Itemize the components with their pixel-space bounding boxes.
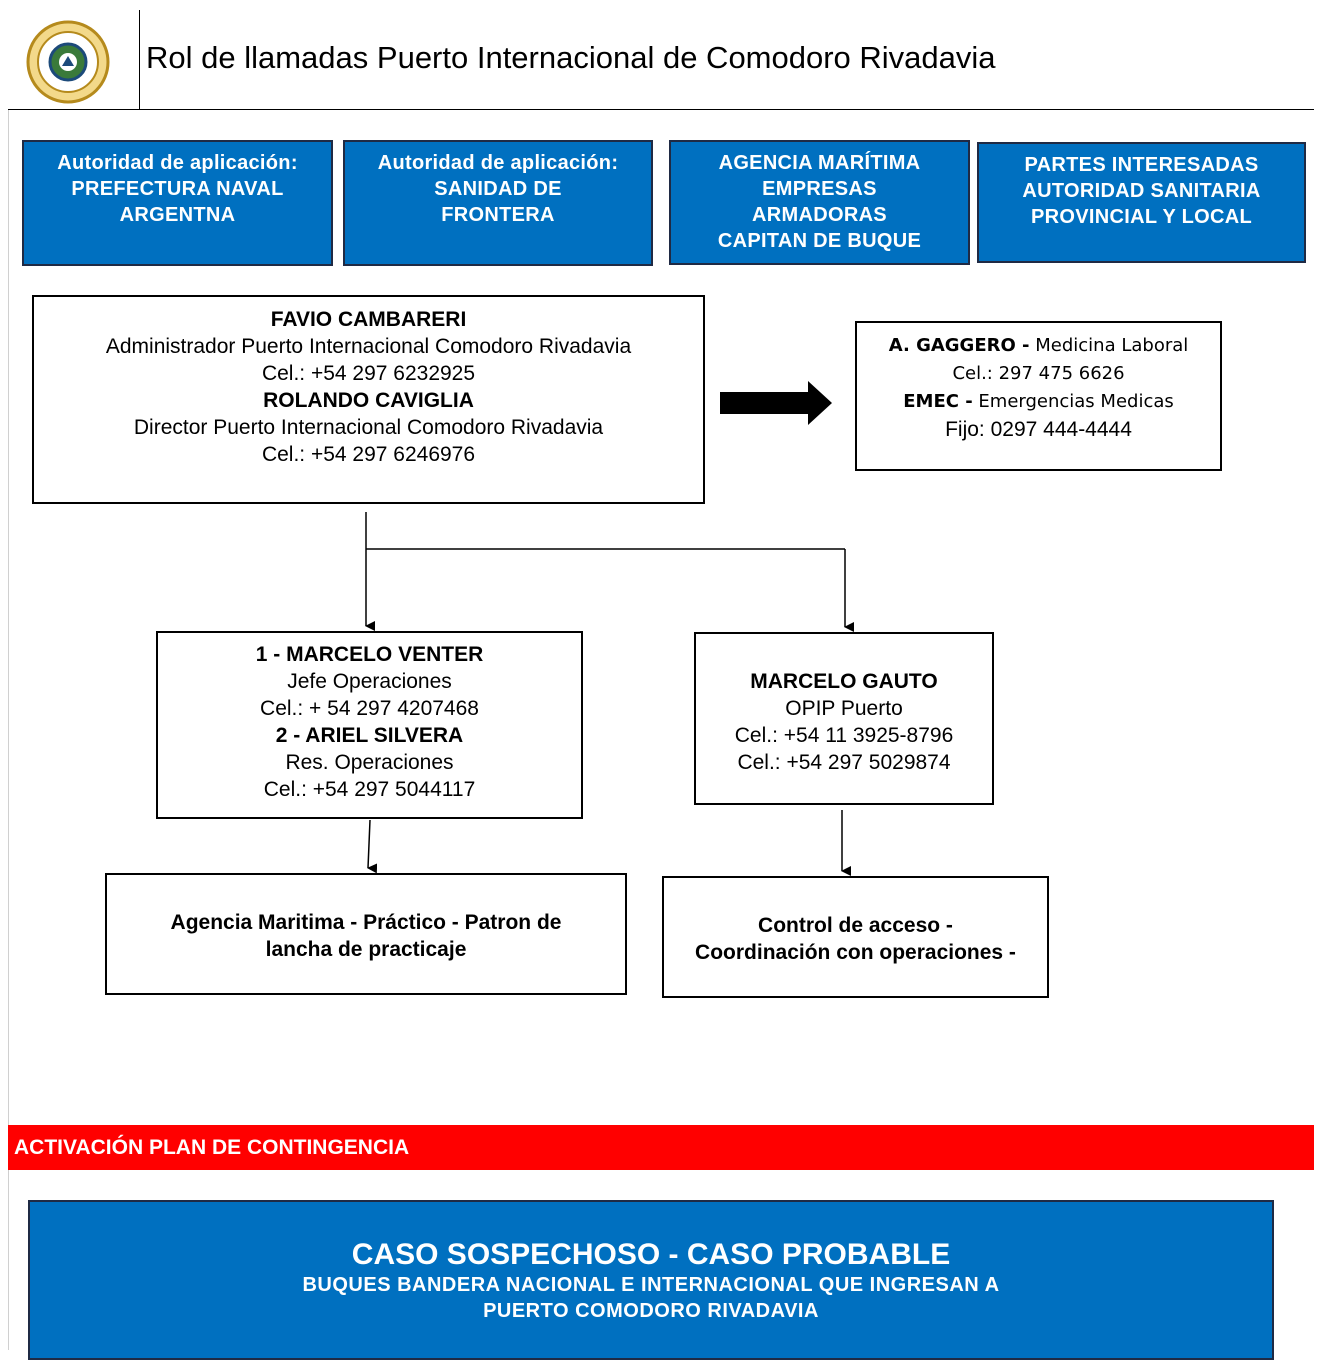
- box-line: Control de acceso -: [758, 914, 953, 937]
- box-line: Autoridad de aplicación:: [57, 152, 298, 174]
- box-line: Autoridad de aplicación:: [377, 152, 619, 174]
- case-subtitle: PUERTO COMODORO RIVADAVIA: [483, 1300, 819, 1322]
- contact-role: OPIP Puerto: [785, 697, 903, 720]
- contact-phone: Cel.: +54 297 6246976: [261, 443, 476, 466]
- contact-role: Administrador Puerto Internacional Comod…: [105, 335, 632, 358]
- contact-phone: Cel.: +54 297 6232925: [261, 362, 476, 385]
- contact-phone: Cel.: +54 11 3925-8796: [734, 724, 954, 747]
- contact-name: FAVIO CAMBARERI: [270, 308, 467, 331]
- authority-sanidad-box: Autoridad de aplicación: SANIDAD DE FRON…: [343, 140, 653, 266]
- box-line: AGENCIA MARÍTIMA: [718, 152, 921, 174]
- contact-role: Director Puerto Internacional Comodoro R…: [133, 416, 604, 439]
- case-subtitle: BUQUES BANDERA NACIONAL E INTERNACIONAL …: [302, 1274, 1000, 1296]
- contact-name: 1 - MARCELO VENTER: [255, 643, 484, 666]
- box-line: ARMADORAS: [752, 204, 887, 226]
- box-line: lancha de practicaje: [265, 938, 467, 961]
- box-line: AUTORIDAD SANITARIA: [1022, 180, 1261, 202]
- contact-phone: Cel.: +54 297 5029874: [737, 751, 951, 774]
- case-title: CASO SOSPECHOSO - CASO PROBABLE: [351, 1238, 951, 1271]
- contact-phone: Cel.: +54 297 5044117: [263, 778, 476, 801]
- contact-role: Emergencias Medicas: [972, 391, 1174, 412]
- contact-phone: Cel.: + 54 297 4207468: [260, 697, 479, 720]
- arrow-right-icon: [720, 381, 832, 425]
- authority-prefectura-box: Autoridad de aplicación: PREFECTURA NAVA…: [22, 140, 333, 266]
- box-line: EMPRESAS: [762, 178, 877, 200]
- contact-phone: Fijo: 0297 444-4444: [945, 418, 1132, 441]
- opip-box: MARCELO GAUTO OPIP Puerto Cel.: +54 11 3…: [694, 632, 994, 805]
- header-rule: [8, 109, 1314, 110]
- contingency-bar: ACTIVACIÓN PLAN DE CONTINGENCIA: [8, 1125, 1314, 1170]
- box-line: Agencia Maritima - Práctico - Patron de: [170, 911, 562, 934]
- medical-contacts-box: A. GAGGERO - Medicina Laboral Cel.: 297 …: [855, 321, 1222, 471]
- box-line: PREFECTURA NAVAL: [71, 178, 284, 200]
- contact-name: EMEC -: [903, 391, 973, 412]
- left-border: [8, 110, 9, 1350]
- page-title: Rol de llamadas Puerto Internacional de …: [146, 40, 996, 75]
- box-line: FRONTERA: [441, 204, 555, 226]
- operations-box: 1 - MARCELO VENTER Jefe Operaciones Cel.…: [156, 631, 583, 819]
- contact-name: 2 - ARIEL SILVERA: [275, 724, 464, 747]
- port-logo: [26, 20, 110, 104]
- box-line: ARGENTNA: [119, 204, 236, 226]
- contact-name: MARCELO GAUTO: [750, 670, 938, 693]
- case-box: CASO SOSPECHOSO - CASO PROBABLE BUQUES B…: [28, 1200, 1274, 1360]
- contact-phone: Cel.: 297 475 6626: [952, 363, 1125, 384]
- contingency-label: ACTIVACIÓN PLAN DE CONTINGENCIA: [14, 1136, 410, 1159]
- contact-role: Res. Operaciones: [285, 751, 454, 774]
- maritime-agency-box: AGENCIA MARÍTIMA EMPRESAS ARMADORAS CAPI…: [669, 140, 970, 265]
- administrator-box: FAVIO CAMBARERI Administrador Puerto Int…: [32, 295, 705, 504]
- contact-role: Medicina Laboral: [1029, 335, 1189, 356]
- stakeholders-box: PARTES INTERESADAS AUTORIDAD SANITARIA P…: [977, 142, 1306, 263]
- header-divider: [139, 10, 140, 109]
- box-line: SANIDAD DE: [434, 178, 562, 200]
- agency-practico-box: Agencia Maritima - Práctico - Patron de …: [105, 873, 627, 995]
- box-line: Coordinación con operaciones -: [695, 941, 1016, 964]
- box-line: PROVINCIAL Y LOCAL: [1031, 206, 1252, 228]
- contact-name: A. GAGGERO -: [888, 335, 1030, 356]
- contact-role: Jefe Operaciones: [287, 670, 452, 693]
- box-line: PARTES INTERESADAS: [1024, 154, 1259, 176]
- box-line: CAPITAN DE BUQUE: [717, 230, 922, 252]
- access-control-box: Control de acceso - Coordinación con ope…: [662, 876, 1049, 998]
- contact-name: ROLANDO CAVIGLIA: [263, 389, 474, 412]
